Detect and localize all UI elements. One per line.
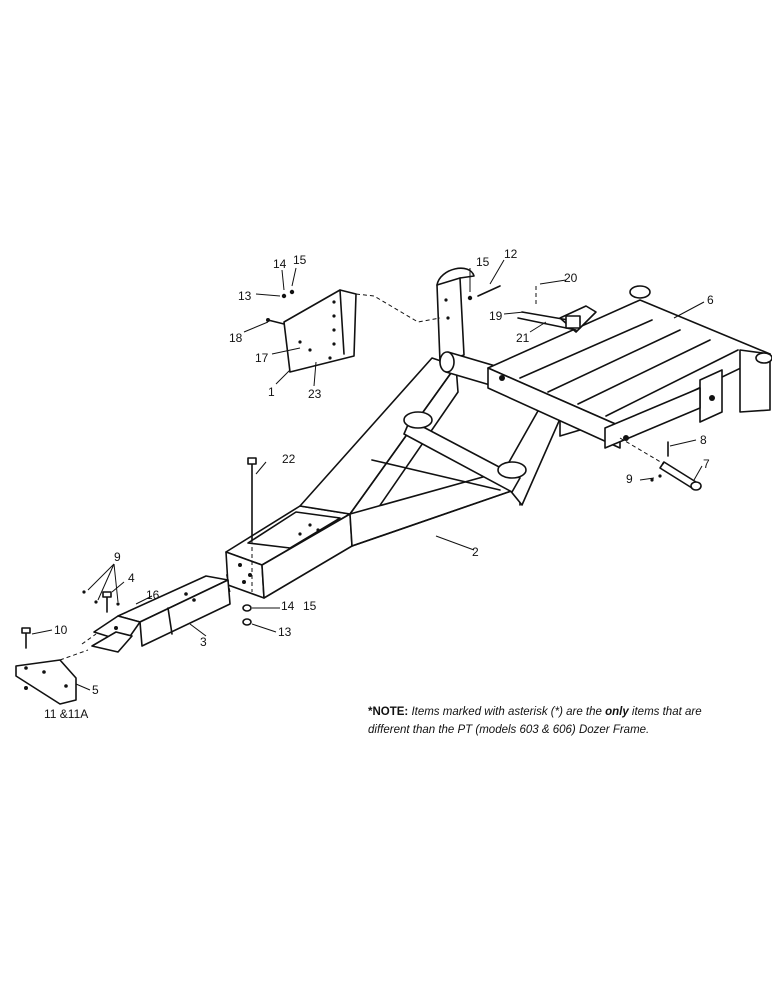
callout-5: 5 [92, 683, 99, 697]
callout-13-upper: 13 [238, 289, 252, 303]
callout-19: 19 [489, 309, 503, 323]
note-only: only [605, 706, 629, 718]
callout-4: 4 [128, 571, 135, 585]
callout-22: 22 [282, 452, 296, 466]
callout-14-lower: 14 [281, 599, 295, 613]
callout-11-11a: 11 &11A [44, 707, 88, 721]
callout-17: 17 [255, 351, 269, 365]
callout-15-lower: 15 [303, 599, 317, 613]
callout-7: 7 [703, 457, 710, 471]
callout-8: 8 [700, 433, 707, 447]
callout-13-lower: 13 [278, 625, 292, 639]
callout-10: 10 [54, 623, 68, 637]
mounting-plate [283, 289, 441, 373]
note-lead: *NOTE: [368, 706, 409, 718]
rear-frame-assembly [487, 285, 772, 449]
callout-6: 6 [707, 293, 714, 307]
callout-16: 16 [146, 588, 160, 602]
callout-3: 3 [200, 635, 207, 649]
callout-15-upper: 15 [293, 253, 307, 267]
leader-lines [31, 259, 705, 691]
callout-15-post: 15 [476, 255, 490, 269]
callout-9-left: 9 [114, 550, 121, 564]
callout-14-upper: 14 [273, 257, 287, 271]
callout-labels: 14 15 13 18 17 1 23 15 12 20 19 21 6 8 7… [44, 247, 714, 721]
callout-21: 21 [516, 331, 530, 345]
callout-18: 18 [229, 331, 243, 345]
a-frame-weldment [225, 267, 595, 599]
asterisk-note: *NOTE: Items marked with asterisk (*) ar… [368, 703, 708, 739]
note-text-2: items that are different than the PT (mo… [368, 706, 702, 736]
hitch-tube [81, 571, 231, 653]
callout-20: 20 [564, 271, 578, 285]
callout-2: 2 [472, 545, 479, 559]
hardware [21, 285, 702, 690]
note-text-1: Items marked with asterisk (*) are the [408, 706, 606, 718]
callout-9-right: 9 [626, 472, 633, 486]
callout-12: 12 [504, 247, 518, 261]
callout-23: 23 [308, 387, 322, 401]
hitch-plate [15, 649, 89, 705]
callout-1: 1 [268, 385, 275, 399]
